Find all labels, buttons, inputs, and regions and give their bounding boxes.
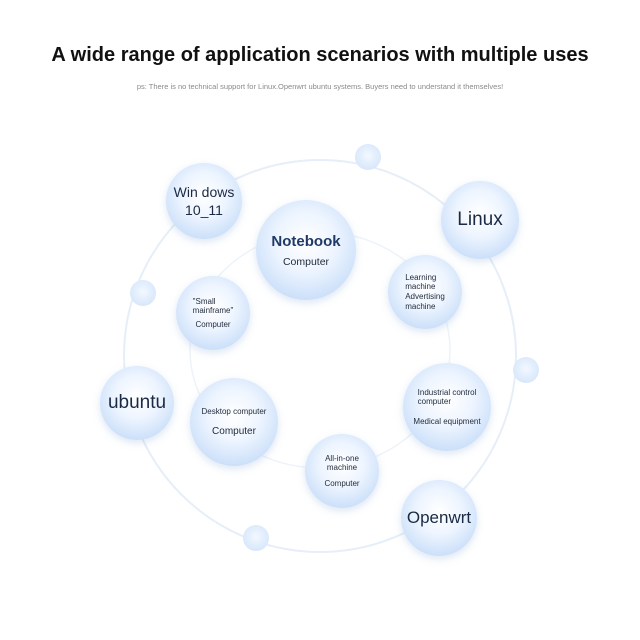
learning-machine-title: Learning machine Advertising machine (405, 272, 445, 311)
outer-orbit-ring (123, 159, 517, 553)
windows-bubble: Win dows 10_11 (166, 163, 242, 239)
small-mainframe-title: "Small mainframe" (192, 296, 234, 316)
desktop-sub: Computer (212, 426, 256, 438)
linux-bubble: Linux (441, 181, 519, 259)
orbit-dot (513, 357, 539, 383)
industrial-sub: Medical equipment (413, 416, 481, 426)
notebook-sub: Computer (282, 255, 330, 268)
page-title: A wide range of application scenarios wi… (51, 44, 589, 66)
ubuntu-label: ubuntu (107, 392, 167, 413)
small-mainframe-bubble: "Small mainframe" Computer (176, 276, 250, 350)
industrial-title: Industrial control computer (417, 387, 477, 407)
ubuntu-bubble: ubuntu (100, 366, 174, 440)
orbit-dot (243, 525, 269, 551)
all-in-one-title: All-in-one machine (325, 453, 359, 473)
orbit-dot (130, 280, 156, 306)
openwrt-bubble: Openwrt (401, 480, 477, 556)
notebook-title: Notebook (271, 232, 341, 250)
all-in-one-sub: Computer (324, 478, 360, 488)
desktop-bubble: Desktop computer Computer (190, 378, 278, 466)
disclaimer-note: ps: There is no technical support for Li… (136, 82, 504, 91)
learning-machine-bubble: Learning machine Advertising machine (388, 255, 462, 329)
all-in-one-bubble: All-in-one machine Computer (305, 434, 379, 508)
small-mainframe-sub: Computer (195, 319, 231, 329)
orbit-dot (355, 144, 381, 170)
notebook-bubble: Notebook Computer (256, 200, 356, 300)
openwrt-label: Openwrt (406, 508, 472, 527)
industrial-bubble: Industrial control computer Medical equi… (403, 363, 491, 451)
windows-label: Win dows 10_11 (173, 183, 235, 218)
desktop-title: Desktop computer (201, 406, 267, 416)
linux-label: Linux (457, 209, 503, 230)
